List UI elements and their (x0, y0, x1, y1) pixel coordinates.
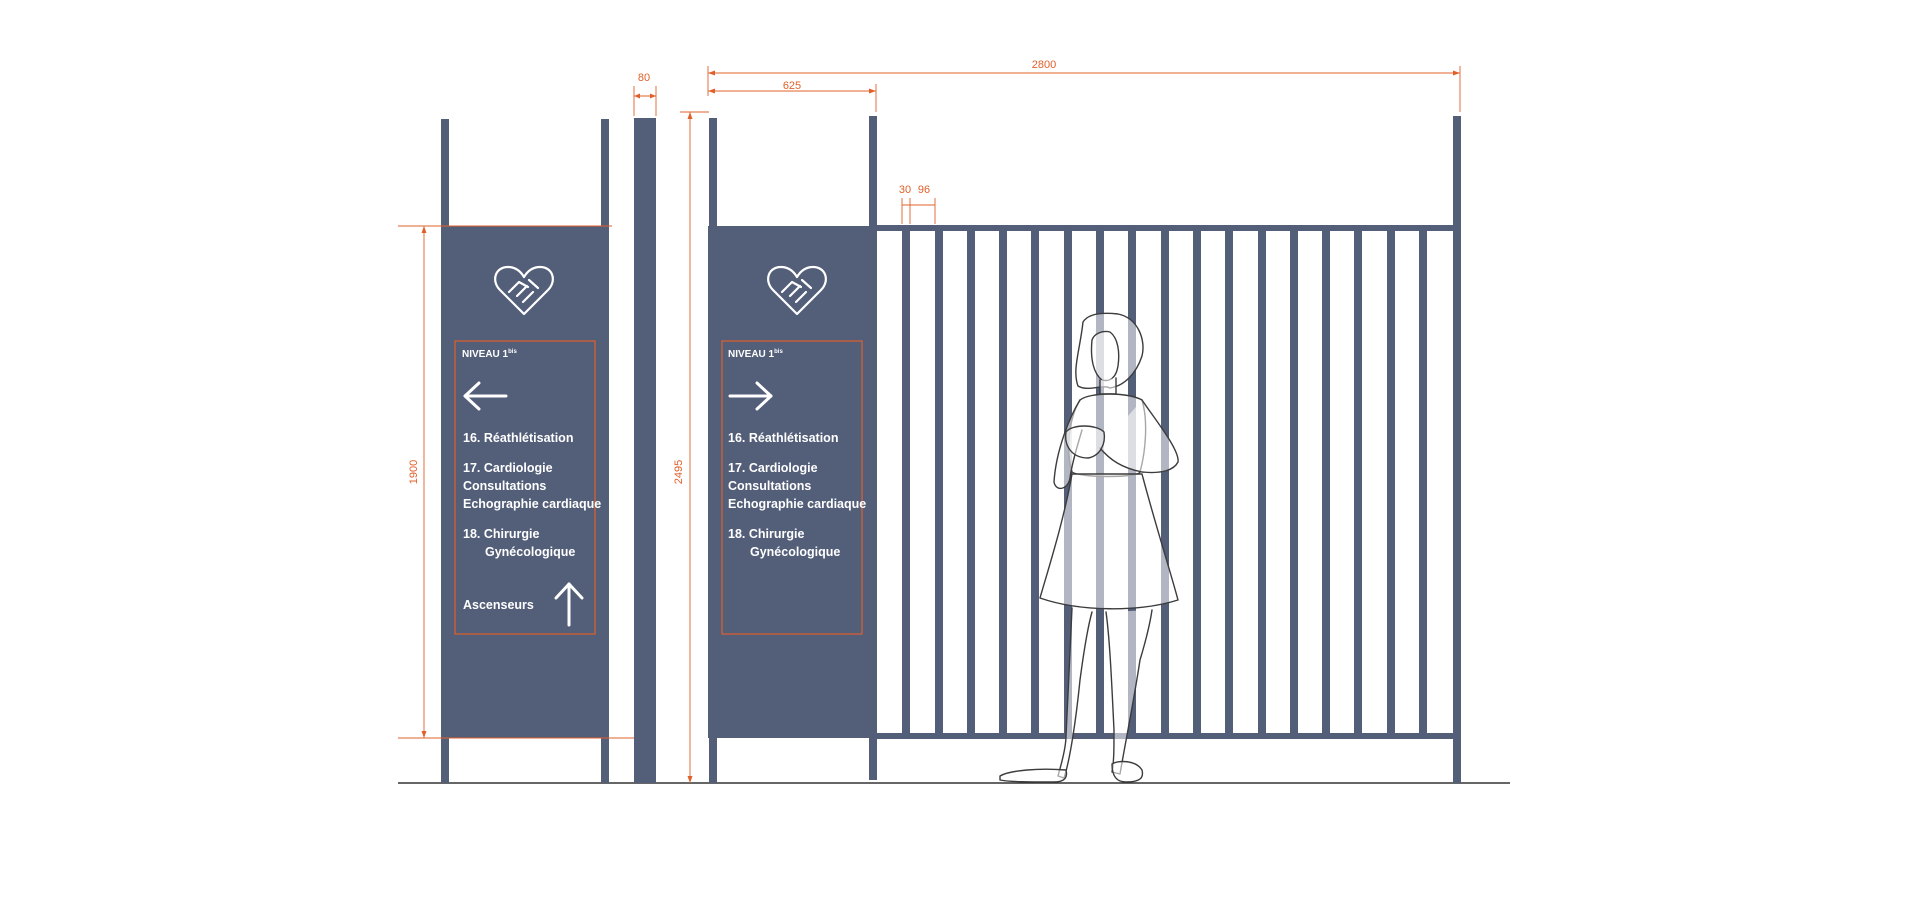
left-sign-line-4: Echographie cardiaque (463, 497, 601, 511)
fence-bar-10 (1193, 231, 1201, 734)
fence-bar-3 (967, 231, 975, 734)
fence-bar-16 (1387, 231, 1395, 734)
fence-bar-12 (1258, 231, 1266, 734)
left-sign-line-6: Gynécologique (485, 545, 575, 559)
heart-handshake-icon (767, 265, 827, 316)
arrow-right-icon (728, 381, 773, 411)
fence-bar-4 (999, 231, 1007, 734)
right-sign-line-1: 16. Réathlétisation (728, 431, 838, 445)
dim-total-height-label: 2495 (673, 460, 685, 484)
figure-leg-left (1057, 607, 1093, 779)
fence-bar-9 (1161, 231, 1169, 734)
figure-leg-right (1105, 609, 1153, 775)
dim-bar-gap-label: 30 (899, 184, 911, 196)
dimension-arrowheads (421, 70, 1460, 783)
right-sign-line-5: 18. Chirurgie (728, 527, 804, 541)
right-sign-panel (708, 226, 877, 738)
right-sign-level: NIVEAU 1bis (728, 349, 783, 360)
right-sign-frame (721, 340, 863, 635)
figure-shoe-right (1111, 760, 1144, 783)
dim-bar-spacing-label: 96 (918, 184, 930, 196)
fence-bar-5 (1031, 231, 1039, 734)
right-sign-content: NIVEAU 1bis 16. Réathlétisation 17. Card… (721, 265, 866, 635)
fence-top-rail (876, 225, 1454, 231)
left-sign-level: NIVEAU 1bis (462, 349, 517, 360)
dim-post-width-label: 80 (638, 72, 650, 84)
dimension-lines (398, 66, 1461, 783)
left-sign-line-3: Consultations (463, 479, 546, 493)
right-sign-line-4: Echographie cardiaque (728, 497, 866, 511)
fence-bar-1 (902, 231, 910, 734)
fence-bar-11 (1225, 231, 1233, 734)
left-sign-line-1: 16. Réathlétisation (463, 431, 573, 445)
right-sign-line-3: Consultations (728, 479, 811, 493)
left-sign-frame (454, 340, 596, 635)
figure-skirt (1039, 473, 1179, 610)
fence-bars (902, 231, 1427, 734)
left-sign-elevators: Ascenseurs (463, 598, 534, 612)
figure-neck (1099, 377, 1117, 395)
fence-bar-17 (1419, 231, 1427, 734)
right-sign-line-6: Gynécologique (750, 545, 840, 559)
figure-hands (1065, 425, 1106, 459)
arrow-left-icon (463, 381, 508, 411)
dim-sign-width-label: 625 (783, 80, 801, 92)
fence-bar-2 (935, 231, 943, 734)
left-sign-panel (441, 226, 609, 738)
figure-face (1090, 330, 1120, 382)
dim-sign-height-label: 1900 (408, 460, 420, 484)
fence-bottom-rail (876, 733, 1454, 739)
figure-arm-right (1099, 399, 1179, 474)
right-totem-with-fence (708, 116, 1461, 783)
figure-shoe-left (999, 768, 1068, 783)
left-totem (441, 119, 609, 783)
standalone-post (634, 118, 656, 783)
left-sign-content: NIVEAU 1bis 16. Réathlétisation 17. Card… (454, 265, 601, 635)
left-sign-line-2: 17. Cardiologie (463, 461, 553, 475)
right-sign-line-2: 17. Cardiologie (728, 461, 818, 475)
standing-woman-figure (999, 312, 1179, 783)
heart-handshake-icon (494, 265, 554, 316)
fence-bar-13 (1290, 231, 1298, 734)
arrow-up-icon (554, 582, 584, 627)
left-sign-line-5: 18. Chirurgie (463, 527, 539, 541)
fence-bar-15 (1354, 231, 1362, 734)
fence-bar-14 (1322, 231, 1330, 734)
dim-total-width-label: 2800 (1032, 59, 1056, 71)
fence-end-post (1453, 116, 1461, 783)
